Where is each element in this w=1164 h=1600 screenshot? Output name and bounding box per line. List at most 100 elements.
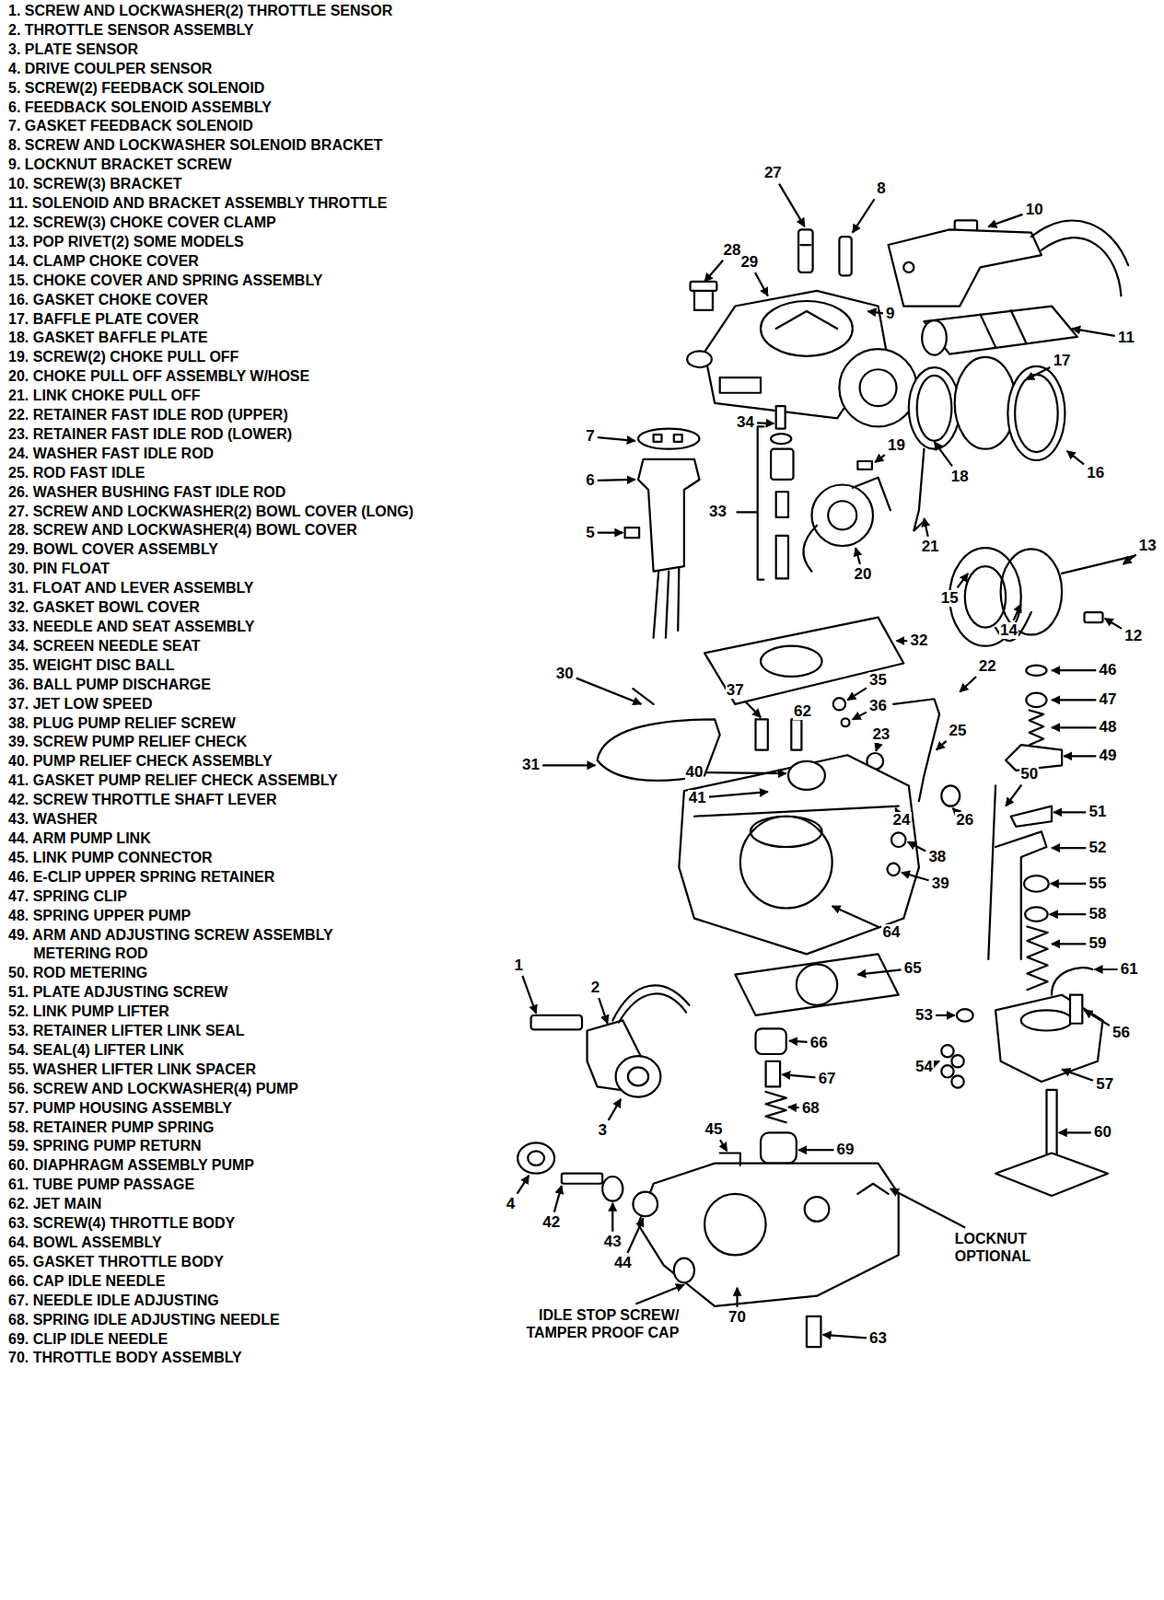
parts-list-entry: 27. SCREW AND LOCKWASHER(2) BOWL COVER (… bbox=[8, 502, 414, 523]
leader-arrow bbox=[1050, 883, 1086, 885]
callout-number: 3 bbox=[596, 1122, 607, 1140]
parts-list-entry: 65. GASKET THROTTLE BODY bbox=[8, 1253, 414, 1273]
leader-arrow bbox=[852, 198, 875, 233]
leader-arrow bbox=[611, 1203, 614, 1233]
leader-arrow bbox=[788, 1106, 800, 1110]
parts-list-entry: 60. DIAPHRAGM ASSEMBLY PUMP bbox=[8, 1156, 414, 1176]
leader-arrow bbox=[890, 1188, 966, 1228]
leader-arrow bbox=[1094, 968, 1118, 971]
parts-list-entry: 20. CHOKE PULL OFF ASSEMBLY W/HOSE bbox=[8, 367, 414, 387]
leader-arrow bbox=[934, 442, 953, 466]
parts-list-entry: 25. ROD FAST IDLE bbox=[8, 464, 414, 484]
leader-arrow bbox=[823, 1335, 867, 1339]
leader-arrow bbox=[857, 969, 901, 975]
leader-arrow bbox=[781, 1074, 815, 1078]
leader-arrow bbox=[895, 808, 897, 811]
leader-arrow bbox=[1105, 618, 1122, 629]
callout-number: 15 bbox=[940, 590, 960, 607]
parts-list-entry: 8. SCREW AND LOCKWASHER SOLENOID BRACKET bbox=[8, 136, 414, 156]
leader-arrow bbox=[1063, 755, 1096, 757]
callout-number: 22 bbox=[977, 658, 998, 676]
parts-list-entry: 5. SCREW(2) FEEDBACK SOLENOID bbox=[8, 79, 414, 99]
parts-list-entry: 7. GASKET FEEDBACK SOLENOID bbox=[8, 116, 414, 137]
parts-list-entry: 18. GASKET BAFFLE PLATE bbox=[8, 328, 414, 349]
callout-number: 17 bbox=[1052, 352, 1072, 370]
leader-arrow bbox=[1051, 726, 1096, 729]
leader-arrow bbox=[936, 741, 947, 751]
callout-number: 47 bbox=[1098, 691, 1118, 709]
leader-arrow bbox=[923, 518, 928, 537]
parts-list-entry: 55. WASHER LIFTER LINK SPACER bbox=[8, 1060, 414, 1081]
parts-list-entry: 43. WASHER bbox=[8, 810, 414, 830]
leader-arrow bbox=[576, 678, 641, 705]
leader-arrow bbox=[704, 260, 723, 282]
callout-number: 49 bbox=[1098, 747, 1118, 765]
callout-number: 29 bbox=[739, 254, 759, 271]
leader-arrow bbox=[597, 478, 636, 482]
parts-list-entry: 47. SPRING CLIP bbox=[8, 887, 414, 908]
parts-list-entry: 39. SCREW PUMP RELIEF CHECK bbox=[8, 733, 414, 753]
parts-list-entry: 35. WEIGHT DISC BALL bbox=[8, 656, 414, 676]
leader-arrow bbox=[1005, 784, 1022, 806]
parts-list-entry: 29. BOWL COVER ASSEMBLY bbox=[8, 540, 414, 560]
leader-arrow bbox=[608, 1099, 621, 1121]
callout-number: 52 bbox=[1087, 839, 1107, 857]
callout-number: 39 bbox=[931, 875, 951, 893]
callout-number: 28 bbox=[722, 242, 743, 259]
leader-arrow bbox=[542, 764, 595, 767]
callout-number: 21 bbox=[920, 538, 941, 556]
leader-arrow bbox=[832, 906, 881, 928]
parts-list-entry: 34. SCREEN NEEDLE SEAT bbox=[8, 637, 414, 657]
parts-list-entry: 9. LOCKNUT BRACKET SCREW bbox=[8, 155, 414, 175]
callout-number: 68 bbox=[801, 1100, 821, 1118]
callout-number: 9 bbox=[884, 305, 896, 323]
parts-list-entry: 17. BAFFLE PLATE COVER bbox=[8, 310, 414, 330]
leader-arrow bbox=[756, 421, 774, 425]
parts-list-entry: 6. FEEDBACK SOLENOID ASSEMBLY bbox=[8, 98, 414, 118]
leader-arrow bbox=[1051, 847, 1086, 850]
callout-number: 35 bbox=[868, 672, 888, 689]
callout-number: 13 bbox=[1138, 537, 1158, 555]
callout-number: 19 bbox=[886, 437, 907, 454]
parts-list-entry: 10. SCREW(3) BRACKET bbox=[8, 174, 414, 195]
leader-arrow bbox=[907, 841, 926, 851]
leader-arrow bbox=[952, 808, 955, 811]
leader-arrow bbox=[867, 311, 883, 314]
callout-number: 45 bbox=[704, 1121, 724, 1139]
parts-list-entry: 69. CLIP IDLE NEEDLE bbox=[8, 1330, 414, 1351]
callout-number: 31 bbox=[521, 756, 541, 774]
parts-list-entry: 62. JET MAIN bbox=[8, 1195, 414, 1215]
leader-arrow bbox=[779, 184, 805, 227]
leader-arrow bbox=[1051, 669, 1096, 672]
callout-number: 44 bbox=[613, 1255, 633, 1272]
callout-number: 55 bbox=[1087, 875, 1107, 893]
callout-number: 53 bbox=[914, 1007, 934, 1025]
leader-arrow bbox=[847, 687, 867, 700]
leader-arrow bbox=[1067, 451, 1084, 465]
callout-number: 58 bbox=[1087, 906, 1107, 923]
callout-number: 42 bbox=[541, 1214, 561, 1232]
leader-arrow bbox=[789, 1041, 807, 1043]
callout-number: 4 bbox=[505, 1196, 516, 1213]
parts-list-entry: 68. SPRING IDLE ADJUSTING NEEDLE bbox=[8, 1311, 414, 1331]
callout-number: 6 bbox=[584, 472, 595, 489]
leader-arrow bbox=[1049, 913, 1086, 916]
leader-arrow bbox=[1053, 811, 1086, 814]
leader-arrow bbox=[720, 1140, 727, 1152]
callout-number: 7 bbox=[584, 428, 595, 445]
callout-number: 40 bbox=[685, 764, 705, 781]
leader-arrow bbox=[1084, 1010, 1110, 1026]
leader-arrow bbox=[855, 547, 861, 565]
note-text: IDLE STOP SCREW/ TAMPER PROOF CAP bbox=[494, 1306, 679, 1342]
callout-number: 46 bbox=[1098, 662, 1118, 679]
leader-arrow bbox=[1051, 698, 1096, 701]
parts-list-entry: 63. SCREW(4) THROTTLE BODY bbox=[8, 1214, 414, 1234]
callout-number: 48 bbox=[1098, 719, 1118, 736]
leader-arrow bbox=[597, 437, 636, 442]
parts-list-entry: 2. THROTTLE SENSOR ASSEMBLY bbox=[8, 21, 414, 41]
callout-number: 12 bbox=[1123, 628, 1143, 645]
leader-arrow bbox=[1061, 1070, 1094, 1082]
parts-list-entry: 1. SCREW AND LOCKWASHER(2) THROTTLE SENS… bbox=[8, 1, 414, 22]
leader-arrow bbox=[1051, 942, 1086, 945]
